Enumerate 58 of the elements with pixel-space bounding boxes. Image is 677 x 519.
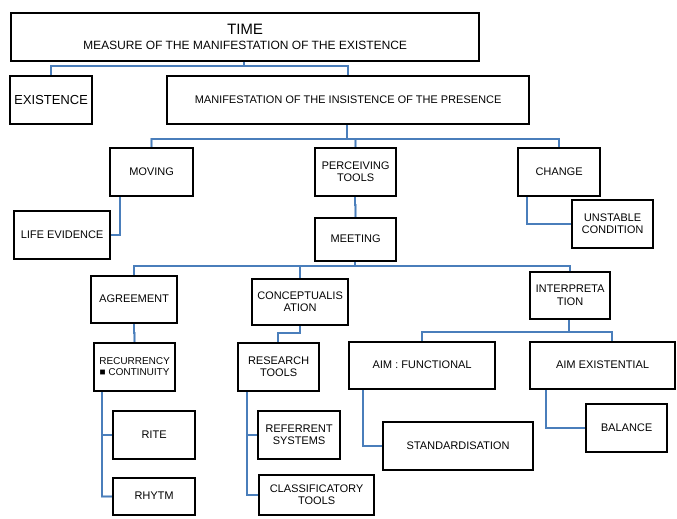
concept-box [529,271,611,320]
connector-line [545,390,585,429]
concept-box [529,341,676,390]
node-text: MANIFESTATION OF THE INSISTENCE OF THE PRESENCE [194,94,502,106]
node-text: RITE [141,428,167,442]
connector-line [50,62,245,75]
connector-line [277,326,301,342]
node-text: LIFE EVIDENCE [20,228,104,242]
node-text: CONCEPTUALISATION [256,290,344,314]
node-text: STANDARDISATION [406,440,510,452]
concept-box [571,199,654,249]
concept-box [314,147,397,197]
node-text: MEASURE OF THE MANIFESTATION OF THE EXISTENCE [83,38,407,52]
node-text: EXISTENCE [14,92,88,108]
node-text: BALANCE [600,422,652,434]
node-text: CLASSIFICATORY TOOLS [268,482,364,508]
node-text: INTERPRETATION [534,283,606,308]
connector-line [111,197,121,236]
concept-box [10,12,480,62]
node-text: MEETING [330,233,381,246]
node-text: CHANGE [535,166,583,178]
concept-box [90,275,178,324]
concept-box [237,342,320,392]
node-text: RHYTM [134,490,174,503]
node-text: RECURRENCY ■ CONTINUITY [98,356,171,378]
connector-line [243,62,349,75]
node-text: REFERRENT SYSTEMS [264,422,334,448]
node-text: AIM : FUNCTIONAL [372,359,472,372]
connector-line [133,324,136,342]
connector-line [362,390,382,447]
concept-box [9,75,93,125]
connector-line [354,262,571,271]
node-text: UNSTABLE CONDITION [580,212,644,236]
concept-box [348,341,496,390]
node-text: AIM EXISTENTIAL [556,359,649,372]
concept-box [109,147,194,197]
connector-line [101,392,112,498]
concept-box [258,474,375,516]
connector-line [526,197,571,225]
concept-box [112,477,196,516]
concept-box [585,403,668,453]
concept-box [314,217,397,262]
connector-line [568,320,613,341]
heading-text: TIME [227,22,263,39]
connector-line [299,262,356,278]
node-text: PERCEIVING TOOLS [320,160,390,184]
concept-box [93,342,176,392]
node-text: MOVING [129,166,174,178]
node-text: AGREEMENT [99,293,169,306]
concept-box [112,410,196,460]
connector-line [354,197,356,217]
concept-box [166,75,530,125]
concept-box [257,410,341,460]
node-text: RESEARCH TOOLS [246,354,310,380]
concept-box [517,147,601,197]
concept-box [251,278,349,326]
concept-box [13,210,111,260]
concept-box [382,421,534,471]
